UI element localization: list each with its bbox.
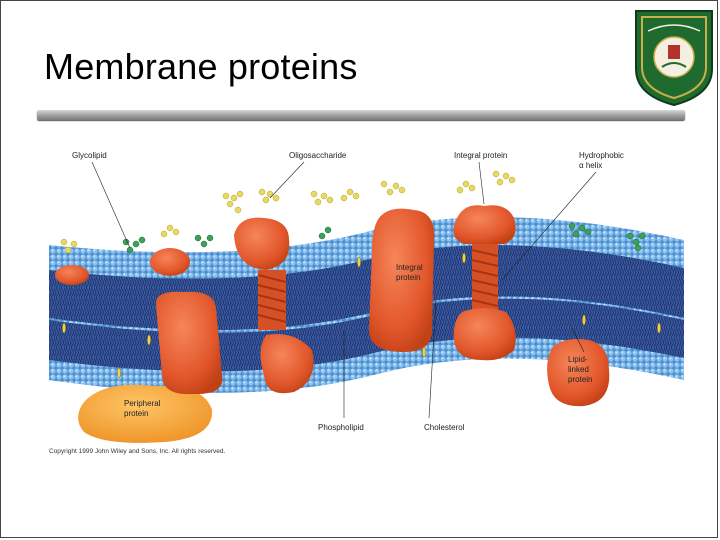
alpha-helix-channel xyxy=(257,270,287,330)
university-seal-icon xyxy=(635,10,713,107)
lipid-linked-protein xyxy=(547,339,610,407)
label-peripheral-line2: protein xyxy=(124,409,148,418)
integral-protein-center xyxy=(369,208,435,352)
label-integral-inner-line1: Integral xyxy=(396,263,423,272)
oligosaccharide-chains xyxy=(60,170,516,254)
label-peripheral-line1: Peripheral xyxy=(124,399,161,408)
membrane-diagram: Glycolipid Oligosaccharide Integral prot… xyxy=(49,151,684,443)
integral-protein-left xyxy=(155,291,223,395)
glycolipid-chains xyxy=(122,222,646,254)
integral-protein-lower xyxy=(260,334,314,394)
hydrophobic-helix xyxy=(471,244,499,310)
label-hydrophobic-line2: α helix xyxy=(579,161,602,170)
glycoprotein-top xyxy=(234,217,290,270)
label-phospholipid: Phospholipid xyxy=(318,423,364,432)
label-integral-inner-line2: protein xyxy=(396,273,420,282)
integral-protein-right-bottom xyxy=(453,308,516,361)
title-divider xyxy=(37,110,685,120)
label-lipid-line3: protein xyxy=(568,375,592,384)
peripheral-protein xyxy=(78,384,213,443)
leader-lines xyxy=(91,161,597,419)
glycolipid-bump xyxy=(55,265,89,285)
label-oligosaccharide: Oligosaccharide xyxy=(289,151,347,160)
copyright-notice: Copyright 1999 John Wiley and Sons, Inc.… xyxy=(49,448,226,455)
label-integral-protein-top: Integral protein xyxy=(454,151,507,160)
label-glycolipid: Glycolipid xyxy=(72,151,107,160)
label-lipid-line1: Lipid- xyxy=(568,355,588,364)
label-lipid-line2: linked xyxy=(568,365,589,374)
slide-title: Membrane proteins xyxy=(44,46,358,87)
surface-protein-small xyxy=(150,248,190,276)
label-hydrophobic-line1: Hydrophobic xyxy=(579,151,624,160)
label-cholesterol: Cholesterol xyxy=(424,423,465,432)
integral-protein-right-top xyxy=(453,205,516,244)
